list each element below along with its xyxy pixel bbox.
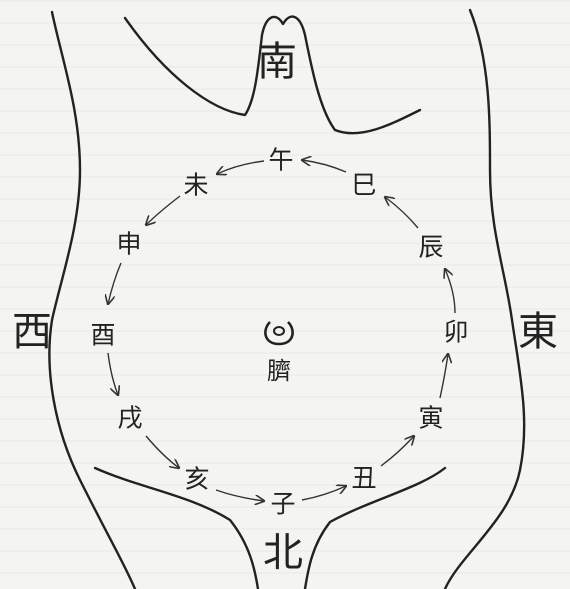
branch-yin: 寅 [418, 404, 443, 433]
arrow-hai-to-zi [215, 489, 264, 501]
arrow-xu-to-hai [145, 435, 179, 468]
torso-left-outline [48, 10, 137, 589]
branch-mao: 卯 [443, 318, 468, 347]
arrow-shen-to-you [108, 262, 122, 304]
arrow-si-to-wu [302, 160, 347, 173]
direction-west: 西 [12, 309, 52, 355]
arrow-mao-to-chen [445, 269, 456, 314]
arrow-wei-to-shen [146, 195, 181, 225]
direction-east: 東 [518, 309, 558, 355]
arrow-yin-to-mao [439, 354, 448, 399]
navel-label: 臍 [267, 357, 291, 385]
branch-wu: 午 [268, 146, 293, 175]
branch-xu: 戌 [117, 404, 142, 433]
branch-wei: 未 [183, 171, 208, 200]
arrow-chen-to-si [385, 197, 419, 229]
groin-outline [93, 466, 260, 589]
arrow-chou-to-yin [380, 436, 414, 467]
branch-si: 巳 [351, 171, 376, 200]
branch-chen: 辰 [418, 233, 443, 262]
arrow-zi-to-chou [301, 486, 346, 501]
branch-chou: 丑 [351, 464, 376, 493]
branch-shen: 申 [116, 230, 141, 259]
navel-symbol [264, 321, 294, 346]
torso-right-outline [443, 8, 526, 589]
direction-north: 北 [263, 530, 303, 576]
arrow-wu-to-wei [217, 160, 265, 174]
branch-hai: 亥 [184, 465, 209, 494]
groin-outline [303, 466, 447, 589]
arrow-you-to-xu [107, 352, 118, 395]
branch-you: 酉 [90, 321, 115, 350]
direction-south: 南 [257, 39, 297, 85]
branch-zi: 子 [270, 490, 295, 519]
chest-outline [123, 15, 422, 135]
